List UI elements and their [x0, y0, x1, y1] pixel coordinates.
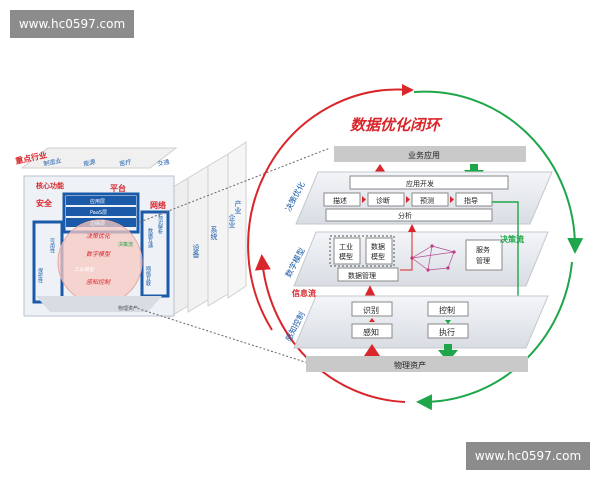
analysis-box — [325, 208, 493, 222]
connector-bottom — [129, 305, 331, 371]
service-mgmt-label-2: 管理 — [476, 256, 490, 265]
arrow-describe-diagnose — [362, 196, 366, 203]
data-mgmt-label: 数据管理 — [348, 271, 376, 280]
physical-assets-label: 物理资产 — [394, 360, 426, 370]
data-model-label-1: 数据 — [371, 242, 385, 251]
label-platform: 平台 — [110, 183, 126, 193]
industrial-model-box[interactable] — [333, 237, 361, 265]
left-cube — [20, 141, 247, 319]
label-id-resolve: 标识解析 — [157, 213, 163, 235]
info-flow-label: 信息流 — [292, 288, 316, 298]
label-sec-confidential: 保密性 — [37, 267, 43, 284]
label-app-layer: 应用层 — [90, 198, 105, 205]
label-network: 网络 — [150, 200, 166, 210]
connector-top — [139, 147, 331, 223]
app-dev-box — [349, 175, 509, 190]
label-cube-model: 数字模型 — [86, 250, 111, 258]
label-side-industry: 产业 — [234, 199, 242, 214]
app-dev-label: 应用开发 — [406, 179, 434, 188]
analysis-label: 分析 — [398, 211, 412, 220]
watermark-top: www.hc0597.com — [10, 10, 134, 38]
label-cube-decision: 决策优化 — [86, 232, 111, 240]
label-industry-1: 制造业 — [43, 156, 62, 168]
label-edge: 边缘层 — [90, 220, 105, 227]
label-side-system: 系统 — [210, 225, 218, 241]
label-industry-2: 能源 — [83, 158, 96, 168]
describe-label: 描述 — [333, 196, 347, 205]
main-title: 数据优化闭环 — [350, 116, 443, 134]
label-side-enterprise: 企业 — [228, 213, 236, 228]
industrial-model-label-1: 工业 — [339, 242, 353, 251]
control-box[interactable] — [427, 301, 469, 317]
label-paas: PaaS层 — [90, 210, 107, 216]
physical-assets-bar — [306, 356, 528, 372]
loop-arc-green-right — [413, 90, 584, 254]
service-mgmt-label-1: 服务 — [476, 245, 490, 254]
loop-arrow-top — [402, 84, 414, 96]
label-industry-3: 医疗 — [119, 158, 132, 168]
guide-box[interactable] — [455, 192, 493, 207]
diagnose-box[interactable] — [367, 192, 405, 207]
decision-flow-label: 决策流 — [500, 234, 524, 244]
label-side-device: 设备 — [192, 243, 200, 259]
arrow-down-physical — [438, 344, 458, 362]
diagnose-label: 诊断 — [376, 196, 390, 205]
arrow-control-execute — [445, 320, 451, 324]
label-security: 安全 — [36, 198, 53, 208]
control-label: 控制 — [439, 305, 455, 315]
describe-box[interactable] — [323, 192, 361, 207]
label-cube-decision-flow: 决策流 — [118, 241, 133, 248]
layer-sense-control — [293, 295, 549, 349]
label-cube-industrial-model: 工业模型 — [74, 266, 95, 273]
sense-box[interactable] — [351, 323, 393, 339]
predict-label: 预测 — [420, 196, 434, 205]
predict-box[interactable] — [411, 192, 449, 207]
identify-label: 识别 — [363, 306, 379, 315]
data-model-box[interactable] — [365, 237, 393, 265]
arrow-diagnose-predict — [406, 196, 410, 203]
label-net-interconnect: 网络互联 — [145, 266, 151, 287]
sense-label: 感知 — [363, 327, 379, 337]
loop-arc-red-top — [247, 88, 411, 331]
arrow-predict-guide — [450, 196, 454, 203]
label-core-function: 核心功能 — [36, 181, 64, 190]
watermark-bottom: www.hc0597.com — [466, 442, 590, 470]
model-group-frame — [329, 235, 395, 267]
label-sec-available: 可用性 — [49, 238, 55, 254]
identify-box[interactable] — [351, 301, 393, 317]
industrial-model-label-2: 模型 — [339, 252, 353, 261]
label-data-interop: 数据互通 — [147, 227, 153, 249]
business-app-bar — [334, 146, 526, 162]
label-cube-sense: 感知控制 — [86, 278, 111, 286]
label-cube-physical: 物理资产 — [118, 305, 138, 312]
network-graph — [411, 245, 455, 271]
data-mgmt-box[interactable] — [337, 267, 399, 282]
info-flow-line-up — [400, 224, 416, 271]
arrow-sense-identify — [369, 318, 375, 322]
label-industry-4: 交通 — [157, 158, 170, 168]
guide-label: 指导 — [464, 196, 478, 205]
execute-label: 执行 — [439, 327, 455, 337]
business-app-label: 业务应用 — [408, 150, 440, 160]
service-mgmt-box[interactable] — [465, 239, 503, 271]
data-model-label-2: 模型 — [371, 252, 385, 261]
